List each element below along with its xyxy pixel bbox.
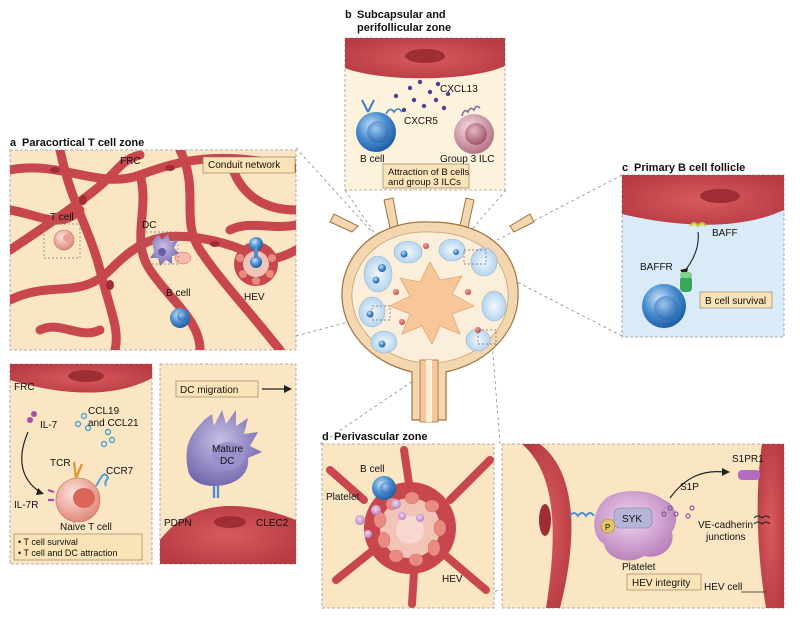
panel-d-right bbox=[501, 443, 785, 609]
label-conduit: Conduit network bbox=[208, 160, 281, 171]
label-s1pr1: S1PR1 bbox=[732, 454, 764, 465]
label-dc: DC bbox=[142, 220, 156, 231]
label-cxcr5: CXCR5 bbox=[404, 116, 438, 127]
label-s1p: S1P bbox=[680, 482, 699, 493]
label-bullet-1: • T cell survival bbox=[18, 537, 78, 547]
label-platelet-2: Platelet bbox=[622, 562, 656, 573]
label-syk: SYK bbox=[622, 514, 642, 525]
focus-box-tcell bbox=[43, 223, 81, 259]
label-hev-d: HEV bbox=[442, 574, 463, 585]
panel-a-top bbox=[9, 149, 297, 351]
panel-a-bottom-left bbox=[9, 363, 153, 565]
panel-a-title: Paracortical T cell zone bbox=[22, 137, 144, 149]
label-attract-2: and group 3 ILCs bbox=[388, 177, 461, 188]
panel-a-letter: a bbox=[10, 137, 17, 149]
label-ve-cadherin: VE-cadherin bbox=[698, 520, 753, 531]
label-platelet: Platelet bbox=[326, 492, 360, 503]
panel-b-letter: b bbox=[345, 9, 352, 21]
panel-c-letter: c bbox=[622, 162, 628, 174]
label-attract-1: Attraction of B cells bbox=[388, 167, 470, 178]
label-b-cell-survival: B cell survival bbox=[705, 296, 766, 307]
panel-a-bottom-right bbox=[159, 363, 297, 565]
panel-d-left bbox=[321, 443, 495, 609]
label-mature: Mature bbox=[212, 444, 244, 455]
label-ccl19: CCL19 bbox=[88, 406, 120, 417]
panel-d-title: Perivascular zone bbox=[334, 431, 428, 443]
node-zone-a-box bbox=[371, 305, 391, 321]
label-frc: FRC bbox=[120, 156, 141, 167]
label-junctions: junctions bbox=[705, 532, 745, 543]
label-pdpn: PDPN bbox=[164, 518, 192, 529]
panel-b-title-2: perifollicular zone bbox=[357, 22, 451, 34]
label-b-cell-d: B cell bbox=[360, 464, 384, 475]
panel-b-title-1: Subcapsular and bbox=[357, 9, 446, 21]
focus-box-dc bbox=[141, 231, 179, 265]
label-baff: BAFF bbox=[712, 228, 738, 239]
label-mature-dc: DC bbox=[220, 456, 234, 467]
node-zone-c-box bbox=[463, 249, 487, 265]
label-hev-a: HEV bbox=[244, 292, 265, 303]
label-clec2: CLEC2 bbox=[256, 518, 289, 529]
panel-c bbox=[621, 174, 785, 338]
label-bullet-2: • T cell and DC attraction bbox=[18, 548, 117, 558]
label-b-cell-b: B cell bbox=[360, 154, 384, 165]
label-baffr: BAFFR bbox=[640, 262, 673, 273]
label-ccr7: CCR7 bbox=[106, 466, 134, 477]
label-t-cell: T cell bbox=[50, 212, 74, 223]
label-il7r: IL-7R bbox=[14, 500, 38, 511]
label-group3-ilc: Group 3 ILC bbox=[440, 154, 494, 165]
panel-d-letter: d bbox=[322, 431, 329, 443]
label-hev-cell: HEV cell bbox=[704, 582, 742, 593]
panel-b bbox=[344, 37, 506, 191]
label-p: P bbox=[605, 523, 610, 532]
label-dc-migration: DC migration bbox=[180, 385, 238, 396]
node-zone-d-box bbox=[477, 329, 497, 345]
label-naive-t-cell: Naive T cell bbox=[60, 522, 112, 533]
label-b-cell-a: B cell bbox=[166, 288, 190, 299]
label-cxcl13: CXCL13 bbox=[440, 84, 478, 95]
panel-c-title: Primary B cell follicle bbox=[634, 162, 745, 174]
label-tcr: TCR bbox=[50, 458, 71, 469]
label-ccl21: and CCL21 bbox=[88, 418, 139, 429]
label-frc-2: FRC bbox=[14, 382, 35, 393]
label-hev-integrity: HEV integrity bbox=[632, 578, 690, 589]
label-il7: IL-7 bbox=[40, 420, 58, 431]
lymph-node bbox=[329, 197, 535, 423]
